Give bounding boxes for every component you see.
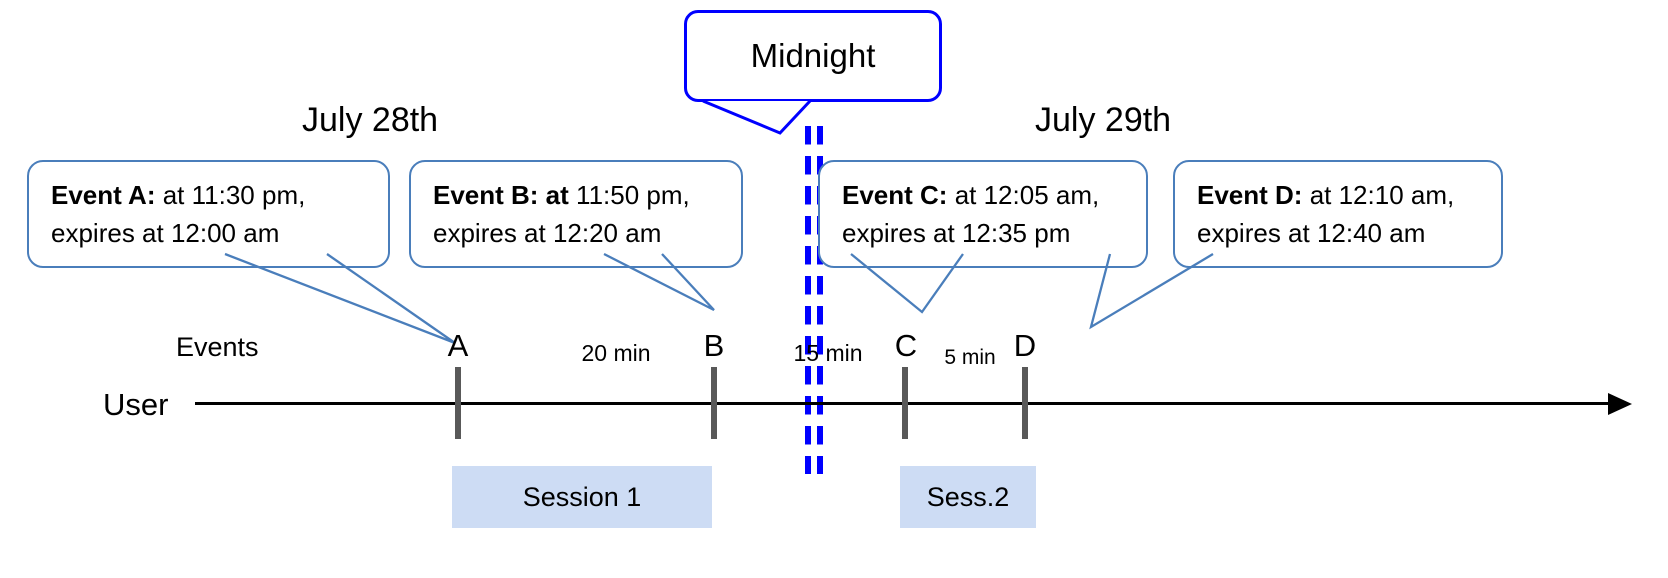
- date-label-left: July 28th: [302, 101, 439, 139]
- midnight-callout-tail: [702, 99, 812, 135]
- midnight-divider-line-right: [817, 126, 823, 474]
- callout-event-d-line1: Event D: at 12:10 am,: [1197, 176, 1483, 214]
- callout-event-c: Event C: at 12:05 am, expires at 12:35 p…: [818, 160, 1148, 268]
- user-row-label: User: [103, 387, 169, 422]
- marker-label-b: B: [703, 328, 725, 363]
- callout-event-b-bold: Event B: at: [433, 180, 569, 210]
- gap-label-ab: 20 min: [581, 340, 651, 366]
- callout-event-d: Event D: at 12:10 am, expires at 12:40 a…: [1173, 160, 1503, 268]
- callout-event-a-bold: Event A:: [51, 180, 156, 210]
- callout-event-d-rest: at 12:10 am,: [1302, 180, 1455, 210]
- tick-mark-b: [711, 367, 717, 439]
- midnight-divider-line-left: [805, 126, 811, 474]
- midnight-label: Midnight: [750, 37, 876, 74]
- marker-label-c: C: [894, 328, 918, 363]
- session-box-2-label: Sess.2: [926, 481, 1010, 512]
- callout-event-b: Event B: at 11:50 pm, expires at 12:20 a…: [409, 160, 743, 268]
- callout-event-b-line1: Event B: at 11:50 pm,: [433, 176, 723, 214]
- callout-event-a-rest: at 11:30 pm,: [155, 180, 306, 210]
- callout-event-c-bold: Event C:: [842, 180, 948, 210]
- session-box-2: Sess.2: [900, 466, 1036, 528]
- events-row-label: Events: [176, 332, 259, 362]
- callout-event-c-line2: expires at 12:35 pm: [842, 218, 1071, 248]
- tick-mark-a: [455, 367, 461, 439]
- callout-event-c-line1: Event C: at 12:05 am,: [842, 176, 1128, 214]
- midnight-callout: Midnight: [684, 10, 942, 102]
- callout-event-c-rest: at 12:05 am,: [947, 180, 1100, 210]
- callout-event-d-bold: Event D:: [1197, 180, 1303, 210]
- callout-event-a-line2: expires at 12:00 am: [51, 218, 280, 248]
- marker-label-d: D: [1013, 328, 1037, 363]
- callout-event-b-line2: expires at 12:20 am: [433, 218, 662, 248]
- gap-label-cd: 5 min: [944, 346, 996, 369]
- session-box-1: Session 1: [452, 466, 712, 528]
- tick-mark-d: [1022, 367, 1028, 439]
- timeline-axis-arrowhead: [1608, 393, 1632, 415]
- session-box-1-label: Session 1: [522, 481, 642, 512]
- tick-mark-c: [902, 367, 908, 439]
- gap-label-bc: 15 min: [793, 340, 863, 366]
- date-label-right: July 29th: [1035, 101, 1172, 139]
- callout-event-d-line2: expires at 12:40 am: [1197, 218, 1426, 248]
- callout-event-a: Event A: at 11:30 pm, expires at 12:00 a…: [27, 160, 390, 268]
- callout-event-a-line1: Event A: at 11:30 pm,: [51, 176, 370, 214]
- callout-event-b-rest: 11:50 pm,: [568, 180, 690, 210]
- marker-label-a: A: [447, 328, 469, 363]
